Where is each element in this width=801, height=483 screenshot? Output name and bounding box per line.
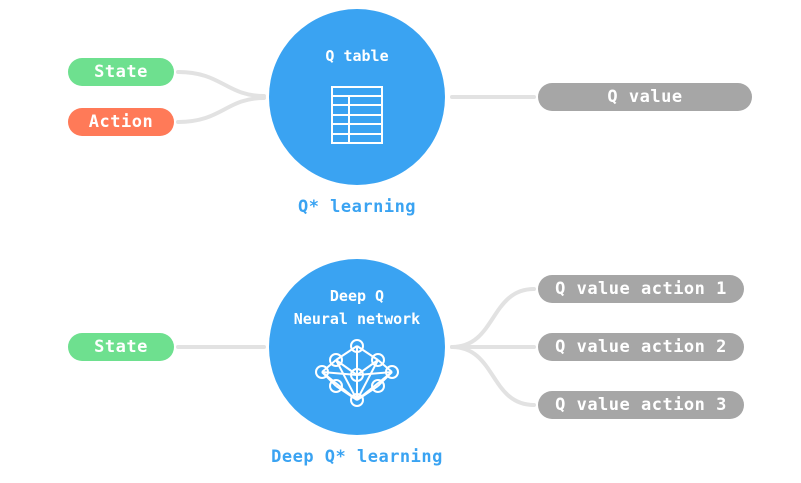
action-pill-label: Action <box>89 112 153 132</box>
connector-action-to-qtable <box>176 96 266 124</box>
state-pill: State <box>68 58 174 86</box>
connector-network-to-action1 <box>450 287 536 349</box>
q-value-action-2-pill: Q value action 2 <box>538 333 744 361</box>
q-value-label: Q value <box>607 87 682 107</box>
deep-q-label: Deep Q <box>330 287 384 305</box>
q-value-action-1-pill: Q value action 1 <box>538 275 744 303</box>
q-table-node: Q table <box>269 9 445 185</box>
q-table-label: Q table <box>325 47 388 65</box>
q-learning-section: State Action Q table Q value <box>68 9 752 217</box>
state-pill-label: State <box>94 62 148 82</box>
table-icon <box>331 86 383 144</box>
q-learning-caption: Q* learning <box>298 197 416 217</box>
q-value-pill: Q value <box>538 83 752 111</box>
q-value-action-2-label: Q value action 2 <box>555 337 727 357</box>
deep-q-learning-section: State Deep Q Neural network <box>68 259 744 467</box>
connector-network-to-action3 <box>450 345 536 407</box>
q-value-action-3-pill: Q value action 3 <box>538 391 744 419</box>
deep-q-learning-caption: Deep Q* learning <box>271 447 443 467</box>
neural-network-label: Neural network <box>294 310 420 328</box>
deep-state-pill: State <box>68 333 174 361</box>
action-pill: Action <box>68 108 174 136</box>
q-value-action-3-label: Q value action 3 <box>555 395 727 415</box>
connector-state-to-qtable <box>176 70 266 98</box>
deep-state-pill-label: State <box>94 337 148 357</box>
neural-network-icon <box>315 339 399 407</box>
neural-network-node: Deep Q Neural network <box>269 259 445 435</box>
q-value-action-1-label: Q value action 1 <box>555 279 727 299</box>
